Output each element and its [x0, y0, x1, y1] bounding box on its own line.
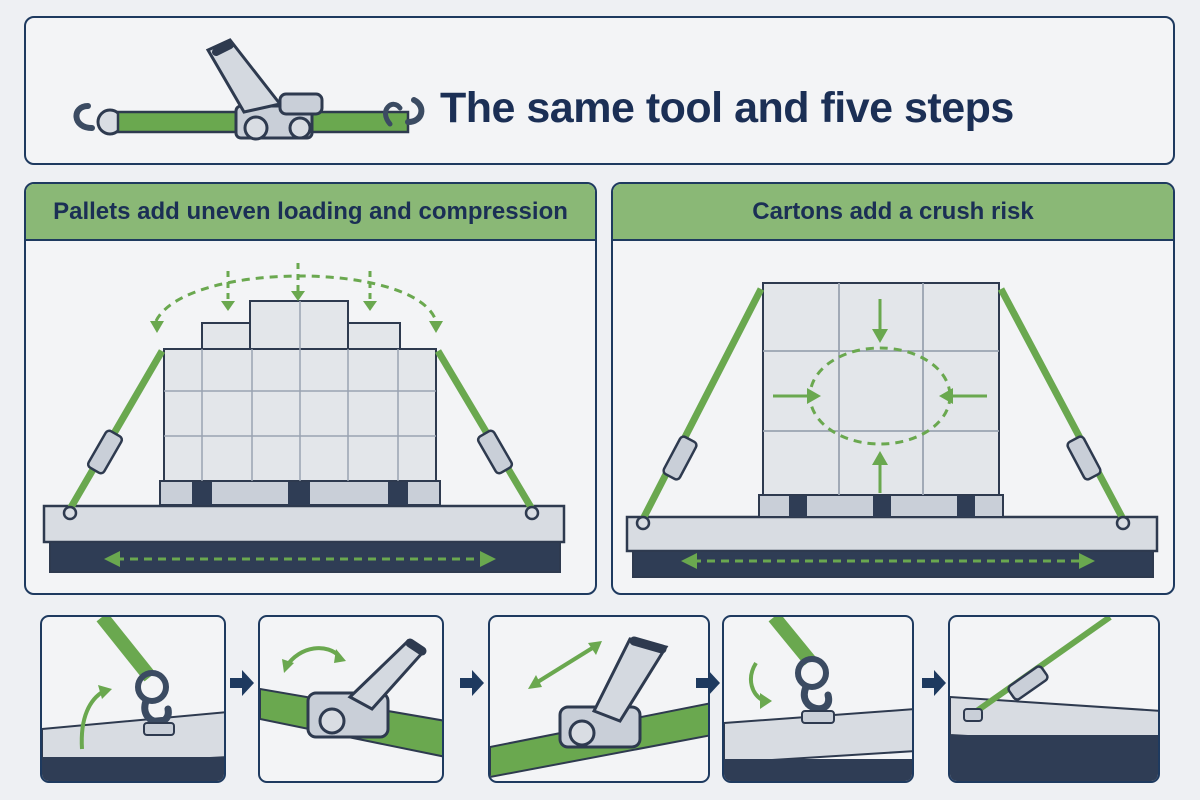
next-arrow-icon — [230, 670, 254, 696]
panel-pallets: Pallets add uneven loading and compressi… — [24, 182, 597, 595]
hook-attach-icon — [42, 617, 224, 781]
next-arrow-icon — [460, 670, 484, 696]
strap-tensioned-icon — [950, 617, 1158, 781]
panel-header: Cartons add a crush risk — [613, 184, 1173, 241]
page-title: The same tool and five steps — [440, 84, 1014, 132]
next-arrow-icon — [696, 670, 720, 696]
step-5 — [948, 615, 1160, 783]
panel-title: Cartons add a crush risk — [752, 197, 1034, 225]
panel-title: Pallets add uneven loading and compressi… — [53, 197, 568, 225]
pallet-load-diagram — [42, 263, 566, 573]
step-1 — [40, 615, 226, 783]
hook-secure-icon — [724, 617, 912, 781]
ratchet-thread-icon — [260, 638, 442, 758]
panel-header: Pallets add uneven loading and compressi… — [26, 184, 595, 241]
step-3 — [488, 615, 710, 783]
ratchet-tighten-icon — [490, 636, 708, 779]
ratchet-strap-icon — [73, 38, 425, 141]
step-4 — [722, 615, 914, 783]
header-banner: The same tool and five steps — [24, 16, 1175, 165]
carton-stack-diagram — [625, 282, 1159, 578]
panel-cartons: Cartons add a crush risk — [611, 182, 1175, 595]
next-arrow-icon — [922, 670, 946, 696]
step-2 — [258, 615, 444, 783]
